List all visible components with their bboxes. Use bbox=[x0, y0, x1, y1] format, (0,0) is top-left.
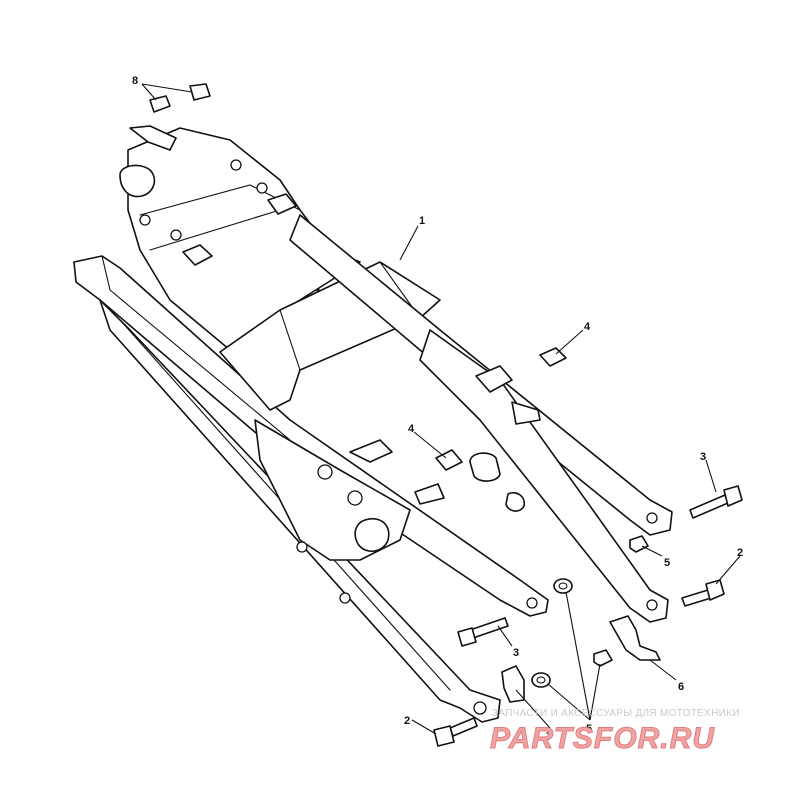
top-clip-bracket bbox=[129, 125, 177, 151]
watermark-tagline: ЗАПЧАСТИ И АКСЕССУАРЫ ДЛЯ МОТОТЕХНИКИ bbox=[492, 708, 740, 719]
nut-5-mid bbox=[593, 649, 613, 667]
front-head-casting bbox=[119, 125, 361, 351]
right-frame-rail bbox=[289, 214, 673, 623]
leader-lines bbox=[141, 83, 741, 735]
clip-nut-4-right bbox=[539, 347, 567, 367]
washer-5-b bbox=[531, 672, 551, 688]
callout-3-upper: 3 bbox=[700, 451, 706, 463]
left-seat-bracket bbox=[349, 439, 393, 463]
watermark-brand: PARTSFOR.RU bbox=[490, 722, 715, 755]
washer-5-a bbox=[553, 578, 573, 594]
left-upper-mount-hole bbox=[526, 597, 538, 609]
callout-1: 1 bbox=[419, 215, 425, 227]
clip-nut-8-b bbox=[189, 83, 211, 101]
rail-bushing bbox=[469, 452, 501, 482]
bolt-2-upper bbox=[681, 579, 725, 607]
callout-6: 6 bbox=[678, 681, 684, 693]
callout-2-upper: 2 bbox=[737, 547, 743, 559]
clip-nut-8-a bbox=[149, 95, 171, 113]
callout-5-upper: 5 bbox=[664, 557, 670, 569]
right-upper-mount-hole bbox=[646, 512, 658, 524]
callout-5-lower: 5 bbox=[586, 723, 592, 735]
callout-3-lower: 3 bbox=[513, 647, 519, 659]
callout-4-left: 4 bbox=[408, 423, 415, 435]
callout-7: 7 bbox=[546, 731, 552, 743]
callout-8: 8 bbox=[132, 75, 138, 87]
bolt-2-lower bbox=[433, 717, 478, 747]
bolt-3-lower bbox=[457, 617, 509, 647]
callout-4-right: 4 bbox=[584, 321, 591, 333]
right-lower-mount-hole bbox=[646, 599, 658, 611]
left-lower-mount-hole bbox=[473, 701, 487, 715]
left-gusset-plate bbox=[254, 419, 445, 604]
callout-2-lower: 2 bbox=[404, 715, 410, 727]
bracket-7 bbox=[501, 665, 525, 703]
nut-5-upper bbox=[629, 535, 649, 553]
bracket-6 bbox=[609, 615, 661, 661]
bolt-3-upper bbox=[689, 485, 743, 519]
